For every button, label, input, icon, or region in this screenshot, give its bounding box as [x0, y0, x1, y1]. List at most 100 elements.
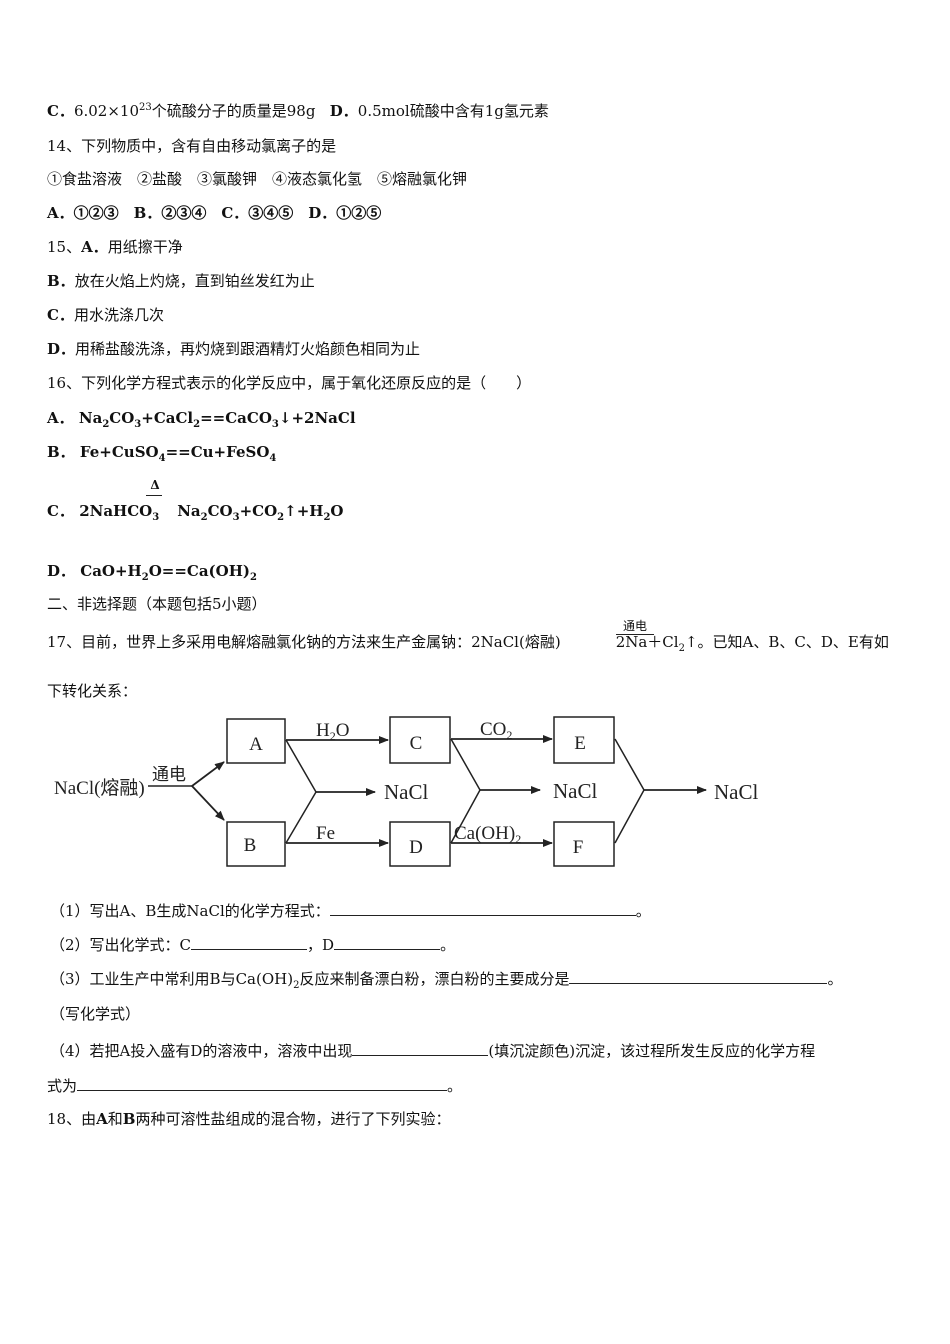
diagram-node-e-label: E: [574, 733, 586, 754]
equation-text: CO: [207, 502, 233, 520]
q16-c-condition: Δ: [150, 478, 160, 492]
diagram-node-d: [389, 821, 451, 867]
q13-c-text-b: 个硫酸分子的质量是98g: [151, 102, 316, 120]
q13-options-cd: C．6.02×1023个硫酸分子的质量是98g D．0.5mol硫酸中含有1g氢…: [47, 101, 549, 121]
equation-subscript: 2: [102, 419, 110, 430]
equation-subscript: 2: [323, 512, 331, 523]
q17-sub1-blank[interactable]: [329, 899, 636, 916]
equation-text: ==CaCO: [200, 409, 272, 427]
q17-sub4-text-a: （4）若把A投入盛有D的溶液中，溶液中出现: [50, 1042, 353, 1060]
q17-sub4-text-b: (填沉淀颜色)沉淀，该过程所发生反应的化学方程: [488, 1042, 816, 1060]
q17-condition-bar: [616, 634, 654, 635]
diagram-nacl-1: NaCl: [384, 780, 428, 804]
q17-sub3-line2: （写化学式）: [50, 1005, 141, 1023]
q17-stem: 17、目前，世界上多采用电解熔融氯化钠的方法来生产金属钠：2NaCl(熔融)2N…: [47, 632, 889, 654]
q16-b-label: B．: [47, 443, 75, 461]
q15-option-d: D．用稀盐酸洗涤，再灼烧到跟酒精灯火焰颜色相同为止: [47, 339, 420, 359]
diagram-node-c-label: C: [410, 733, 423, 754]
equation-subscript: 3: [232, 512, 240, 523]
equation-subscript: 2: [249, 572, 257, 583]
q15-option-b: B．放在火焰上灼烧，直到铂丝发红为止: [47, 271, 315, 291]
q17-sub2-text: （2）写出化学式：C: [50, 936, 192, 954]
q17-stem-b: 2Na＋Cl: [615, 633, 679, 651]
q15-b-text: 放在火焰上灼烧，直到铂丝发红为止: [74, 272, 315, 290]
diagram-edge-ce-label: CO2: [480, 719, 512, 742]
q16-option-b: B． Fe+CuSO4==Cu+FeSO4: [47, 442, 277, 464]
q17-sub4-line2-end: 。: [447, 1077, 463, 1095]
diagram-nacl-3: NaCl: [714, 780, 758, 804]
q17-condition: 通电: [622, 619, 647, 633]
equation-text: ↑+H: [284, 502, 324, 520]
q18-num: 18、由: [47, 1110, 97, 1128]
q13-d-label: D．: [329, 102, 358, 120]
q17-sub2-blank-d[interactable]: [334, 933, 441, 950]
q17-sub1: （1）写出A、B生成NaCl的化学方程式： 。: [50, 899, 651, 921]
diagram-node-e: [553, 716, 615, 764]
equation-text: Na: [78, 409, 103, 427]
q17-sub3-blank[interactable]: [569, 967, 828, 984]
q15-a-label: A．: [81, 238, 108, 256]
q17-sub3-end: 。: [827, 970, 843, 988]
conversion-diagram: NaCl(熔融) 通电 A B H2O Fe NaCl C D CO2 Ca(O…: [54, 716, 758, 867]
q16-a-equation: Na2CO3+CaCl2==CaCO3↓+2NaCl: [78, 409, 356, 430]
q16-d-label: D．: [47, 562, 76, 580]
q14-options: A．①②③ B．②③④ C．③④⑤ D．①②⑤: [47, 204, 382, 222]
q17-sub4-blank-color[interactable]: [352, 1039, 489, 1056]
q17-sub1-end: 。: [635, 902, 651, 920]
q18-rest: 两种可溶性盐组成的混合物，进行了下列实验：: [135, 1110, 451, 1128]
q17-sub4-blank-equation[interactable]: [77, 1074, 448, 1091]
q17-sub1-text: （1）写出A、B生成NaCl的化学方程式：: [50, 902, 330, 920]
diagram-arrow-to-a: [191, 761, 225, 787]
q17-sub4-line2-text: 式为: [47, 1077, 78, 1095]
equation-subscript: 3: [271, 419, 279, 430]
diagram-start-condition: 通电: [152, 765, 186, 784]
q16-option-d: D． CaO+H2O==Ca(OH)2: [47, 561, 257, 583]
equation-text: Na: [177, 502, 201, 520]
q16-stem: 16、下列化学方程式表示的化学反应中，属于氧化还原反应的是（ ）: [47, 374, 532, 392]
diagram-edge-ac-label: H2O: [316, 720, 349, 743]
q18-stem: 18、由A和B两种可溶性盐组成的混合物，进行了下列实验：: [47, 1109, 450, 1129]
diagram-start-label: NaCl(熔融): [54, 777, 145, 799]
diagram-node-a-label: A: [249, 734, 263, 755]
equation-subscript: 2: [200, 512, 208, 523]
equation-subscript: 3: [134, 419, 142, 430]
diagram-node-f-label: F: [573, 837, 584, 858]
diagram-edge-bd-label: Fe: [316, 823, 335, 844]
diagram-node-c: [389, 716, 451, 764]
diagram-node-b-label: B: [244, 835, 257, 856]
q15-c-label: C．: [47, 306, 74, 324]
q15-option-c: C．用水洗涤几次: [47, 305, 164, 325]
diagram-node-a: [226, 718, 286, 764]
q16-c-reactant: 2NaHCO3: [79, 502, 159, 523]
equation-subscript: 4: [269, 453, 277, 464]
q17-sub3-text-b: 反应来制备漂白粉，漂白粉的主要成分是: [299, 970, 570, 988]
equation-subscript: 4: [158, 453, 166, 464]
q14-stem: 14、下列物质中，含有自由移动氯离子的是: [47, 137, 337, 155]
q18-b: B: [122, 1110, 136, 1128]
q15-b-label: B．: [47, 272, 75, 290]
equation-text: CO: [109, 409, 135, 427]
q17-sub3: （3）工业生产中常利用B与Ca(OH)2反应来制备漂白粉，漂白粉的主要成分是。: [50, 967, 843, 991]
q17-sub2-blank-c[interactable]: [191, 933, 308, 950]
equation-subscript: 2: [193, 419, 201, 430]
equation-subscript: 2: [141, 572, 149, 583]
equation-text: ↓+2NaCl: [278, 409, 356, 427]
q18-a: A: [96, 1110, 108, 1128]
diagram-arrow-to-b: [191, 785, 225, 821]
q17-sub3-sub: 2: [293, 980, 300, 991]
q17-stem-c: ↑。已知A、B、C、D、E有如: [684, 633, 889, 651]
q17-stem-b-sub: 2: [678, 643, 685, 654]
diagram-node-f: [553, 821, 615, 867]
equation-text: O==Ca(OH): [148, 562, 250, 580]
diagram-merge-ef: [614, 738, 645, 844]
q16-c-product: Na2CO3+CO2↑+H2O: [177, 502, 343, 523]
q16-option-a: A． Na2CO3+CaCl2==CaCO3↓+2NaCl: [47, 408, 356, 430]
q13-c-sup: 23: [139, 102, 152, 113]
q13-d-text: 0.5mol硫酸中含有1g氢元素: [357, 102, 549, 120]
q16-b-equation: Fe+CuSO4==Cu+FeSO4: [80, 443, 277, 464]
diagram-nacl-2: NaCl: [553, 779, 597, 803]
equation-text: 2NaHCO: [79, 502, 153, 520]
q14-items: ①食盐溶液 ②盐酸 ③氯酸钾 ④液态氯化氢 ⑤熔融氯化钾: [47, 170, 468, 188]
q16-c-label: C．: [47, 502, 74, 520]
